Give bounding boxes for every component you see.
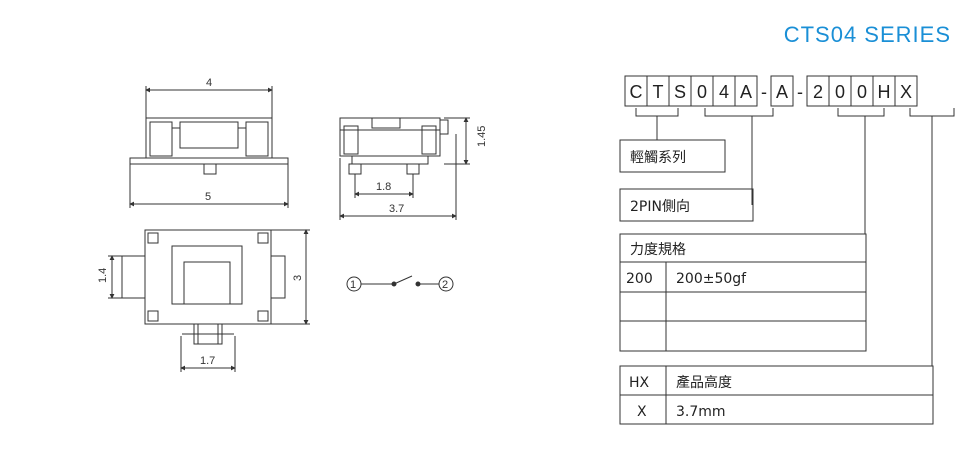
part-number-box	[894, 75, 918, 107]
dim-base-width: 5	[205, 191, 211, 203]
spec-force-header: 力度規格	[630, 242, 686, 258]
spec-height-header: 產品高度	[676, 374, 732, 391]
dim-plan-pin-width: 1.4	[97, 268, 109, 283]
part-number-box	[734, 75, 758, 107]
schematic-pin2: 2	[442, 279, 448, 291]
side-view	[339, 117, 470, 220]
dim-plan-actuator-width: 1.7	[200, 355, 215, 367]
part-number-char: -	[797, 82, 803, 102]
dim-side-height: 1.45	[476, 126, 488, 147]
part-number-char: X	[900, 82, 912, 102]
spec-height-code-header: HX	[629, 375, 650, 391]
series-title: CTS04 SERIES	[783, 22, 951, 47]
part-number-char: C	[630, 82, 643, 102]
spec-series-label: 輕觸系列	[630, 150, 686, 166]
dim-top-width: 4	[206, 77, 212, 89]
schematic-pin1: 1	[350, 279, 356, 291]
part-number-char: A	[740, 82, 752, 102]
part-number-char: A	[776, 82, 788, 102]
part-number-char: 0	[857, 82, 867, 102]
spec-force-code: 200	[626, 271, 653, 287]
part-number-char: 0	[835, 82, 845, 102]
part-number-char: 4	[719, 82, 729, 102]
switch-schematic	[346, 275, 454, 292]
dim-side-length: 3.7	[389, 203, 404, 215]
spec-tables	[619, 139, 934, 425]
part-number-char: 2	[813, 82, 823, 102]
part-number-char: H	[878, 82, 891, 102]
front-view	[129, 86, 289, 208]
part-number-char: -	[761, 82, 767, 102]
spec-pin-label: 2PIN側向	[630, 199, 690, 215]
part-number-connectors	[635, 108, 955, 366]
part-number-char: T	[653, 82, 664, 102]
part-number-char: 0	[697, 82, 707, 102]
spec-height-code: X	[637, 404, 647, 420]
part-number-box	[770, 75, 794, 107]
part-number-char: S	[674, 82, 686, 102]
plan-view	[108, 229, 310, 372]
spec-force-value: 200±50gf	[676, 271, 747, 287]
dim-plan-height: 3	[292, 275, 304, 281]
dim-terminal-pitch: 1.8	[376, 181, 391, 193]
spec-height-value: 3.7mm	[676, 404, 726, 420]
